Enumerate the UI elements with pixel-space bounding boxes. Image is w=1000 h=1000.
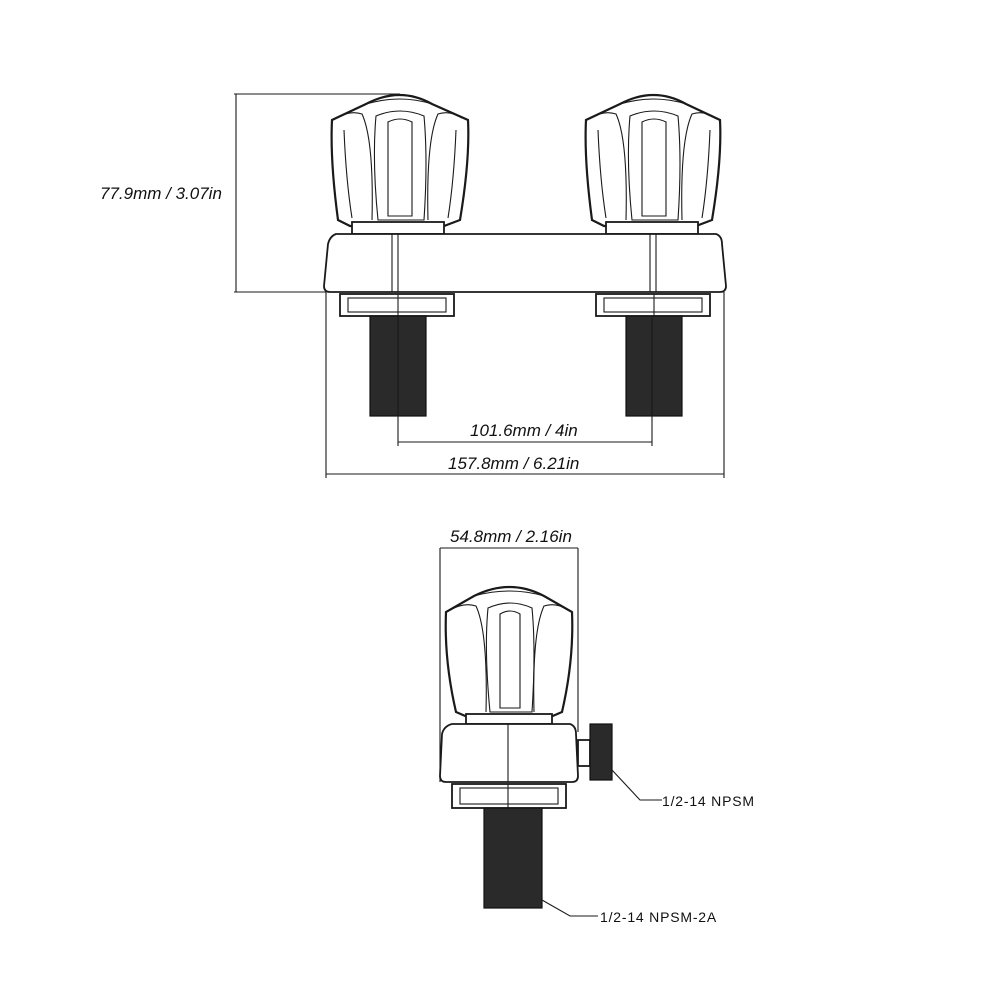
side-inlet-leader — [611, 769, 662, 801]
side-nut — [451, 783, 567, 809]
right-knob — [584, 94, 722, 235]
faucet-body — [323, 233, 727, 293]
side-knob — [444, 586, 574, 725]
overall-width-label: 157.8mm / 6.21in — [448, 454, 579, 473]
side-inlet-callout: 1/2-14 NPSM — [662, 793, 755, 809]
bottom-shank-leader — [541, 899, 598, 917]
side-width-label: 54.8mm / 2.16in — [450, 527, 572, 546]
center-spacing-dimension — [397, 316, 653, 446]
height-dimension-label: 77.9mm / 3.07in — [100, 184, 222, 203]
overall-width-dimension — [325, 292, 725, 478]
right-threaded-shank — [625, 315, 683, 417]
side-view — [439, 547, 662, 917]
left-nut — [339, 293, 455, 317]
side-body — [439, 723, 579, 783]
left-knob — [330, 94, 470, 235]
side-inlet-stub — [577, 723, 613, 781]
front-view — [323, 94, 727, 417]
height-dimension — [234, 93, 400, 293]
bottom-shank-callout: 1/2-14 NPSM-2A — [600, 909, 717, 925]
side-threaded-shank — [483, 807, 543, 909]
center-spacing-label: 101.6mm / 4in — [470, 421, 578, 440]
right-nut — [595, 293, 711, 317]
